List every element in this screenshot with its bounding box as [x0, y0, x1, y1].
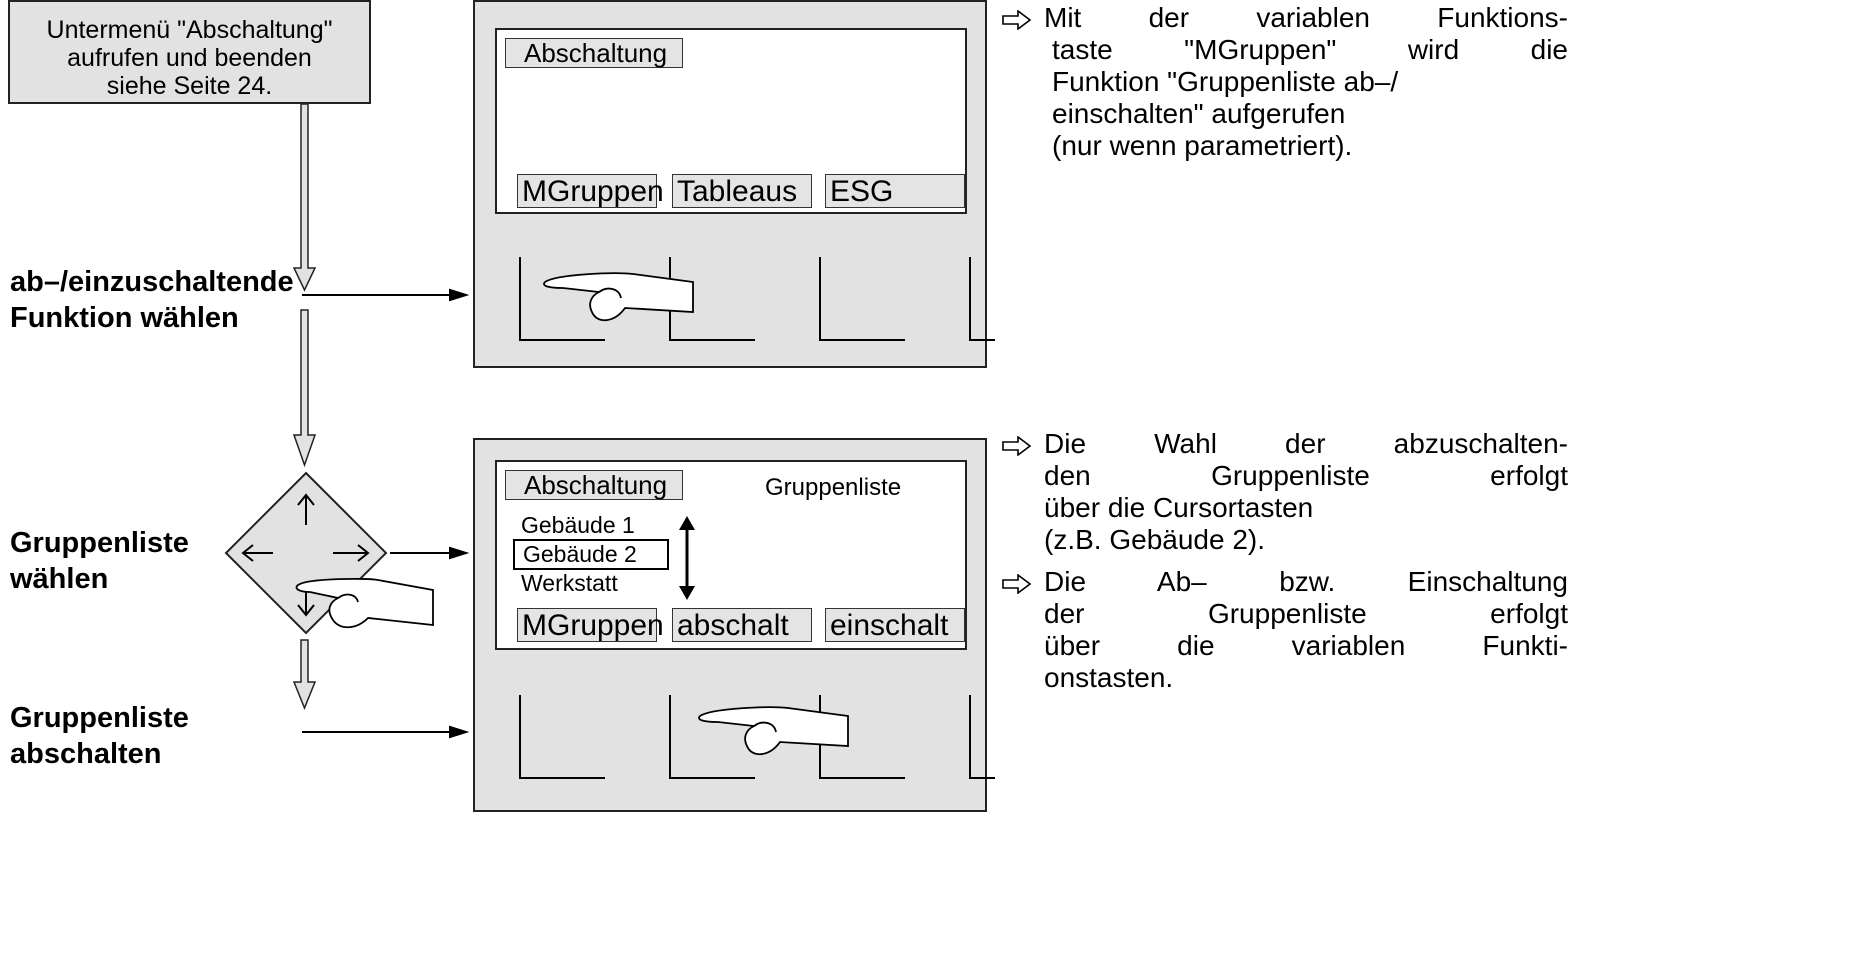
pointing-hand-icon [295, 577, 434, 629]
function-key-4 [969, 695, 995, 779]
function-keys-1[interactable] [515, 252, 995, 348]
flow-arrow-3 [292, 639, 317, 711]
hollow-right-arrow-icon [1002, 574, 1032, 594]
step-label-3: Gruppenliste abschalten [10, 702, 189, 770]
function-key-3 [819, 257, 905, 341]
menu-title-abschaltung: Abschaltung [505, 38, 683, 68]
list-item[interactable]: Gebäude 1 [521, 512, 635, 538]
step-label-2: Gruppenliste wählen [10, 527, 189, 595]
pointing-hand-icon [698, 706, 849, 756]
softkey-label-esg[interactable]: ESG [825, 174, 965, 208]
function-key-2 [669, 695, 755, 779]
arrowhead-3 [449, 725, 470, 739]
softkey-label-mgruppen[interactable]: MGruppen [517, 174, 664, 208]
step-label-1: ab–/einzuschaltende Funktion wählen [10, 266, 294, 334]
group-list: Gebäude 1 Gebäude 2 Werkstatt [513, 512, 669, 597]
start-box: Untermenü "Abschaltung" aufrufen und bee… [8, 0, 371, 104]
display-screen-2: Abschaltung Gruppenliste Gebäude 1 Gebäu… [495, 460, 967, 650]
function-keys-2[interactable] [515, 690, 995, 790]
pointing-hand-icon [543, 272, 694, 322]
list-item-selected[interactable]: Gebäude 2 [513, 539, 669, 570]
arrow-left-icon [241, 544, 273, 562]
start-box-line-1: Untermenü "Abschaltung" [46, 16, 333, 44]
arrowhead-1 [449, 288, 470, 302]
flow-arrows [292, 103, 317, 711]
display-screen-1: Abschaltung MGruppen Tableaus ESG [495, 28, 967, 214]
arrowhead-2 [449, 546, 470, 560]
hollow-right-arrow-icon [1002, 436, 1032, 456]
device-panel-1: Abschaltung MGruppen Tableaus ESG [473, 0, 995, 368]
flow-arrow-1 [292, 103, 317, 292]
note-3: Die Ab– bzw. Einschaltung der Gruppenlis… [1002, 566, 1568, 694]
function-key-1 [519, 257, 605, 341]
device-panel-2: Abschaltung Gruppenliste Gebäude 1 Gebäu… [473, 438, 995, 812]
scroll-updown-icon [679, 516, 695, 600]
softkey-label-einschalt[interactable]: einschalt [825, 608, 965, 642]
arrow-up-icon [297, 493, 315, 525]
cursor-keypad[interactable] [218, 470, 438, 640]
softkey-label-tableaus[interactable]: Tableaus [672, 174, 812, 208]
note-2: Die Wahl der abzuschalten- den Gruppenli… [1002, 428, 1568, 556]
hollow-right-arrow-icon [1002, 10, 1032, 30]
flow-arrow-2 [292, 309, 317, 468]
softkey-label-mgruppen[interactable]: MGruppen [517, 608, 664, 642]
start-box-line-3: siehe Seite 24. [106, 72, 273, 100]
screen-title-gruppenliste: Gruppenliste [765, 474, 902, 501]
list-item[interactable]: Werkstatt [521, 570, 618, 596]
menu-title-abschaltung: Abschaltung [505, 470, 683, 500]
function-key-1 [519, 695, 605, 779]
start-box-line-2: aufrufen und beenden [67, 44, 312, 72]
function-key-4 [969, 257, 995, 341]
connector-arrows [302, 288, 470, 739]
arrow-right-icon [333, 544, 370, 562]
softkey-label-abschalt[interactable]: abschalt [672, 608, 812, 642]
note-1: Mit der variablen Funktions- taste "MGru… [1002, 2, 1568, 162]
